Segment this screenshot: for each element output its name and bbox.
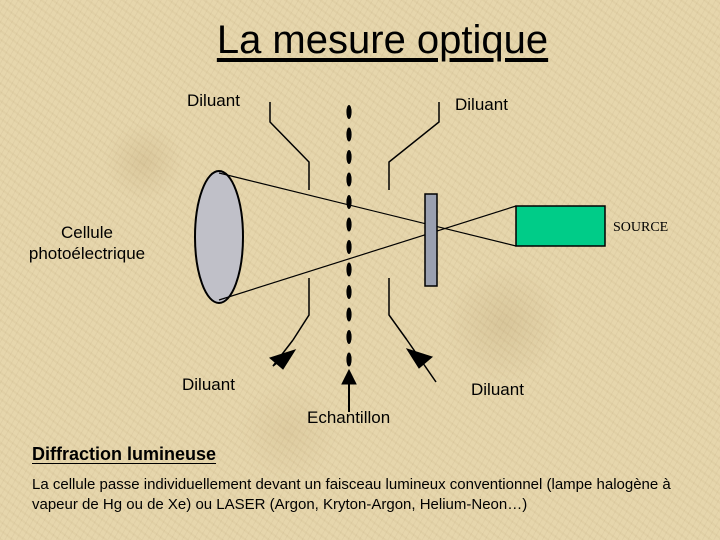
particle [346,330,352,344]
label-source: SOURCE [613,220,669,235]
particle [346,127,352,142]
label-diluant-bottom-right: Diluant [471,380,524,399]
lens-plate [424,193,438,287]
arrow-up-icon [341,368,357,385]
label-photoelectric-cell: Cellule photoélectrique [28,223,146,263]
section-description: La cellule passe individuellement devant… [32,476,671,513]
section-title: Diffraction lumineuse [32,444,217,464]
light-source [515,205,606,247]
photoelectric-cell [194,170,244,304]
page-title: La mesure optique [216,18,549,62]
light-rays [218,172,517,301]
label-diluant-top-right: Diluant [455,95,508,114]
particle-stream [346,105,352,367]
particle [346,150,352,164]
inlet-arrows [268,348,434,412]
particle [346,172,352,187]
particle [346,307,352,322]
upper-chamber-walls [269,102,440,190]
particle [346,262,352,277]
particle [346,217,352,232]
particle [346,105,352,119]
label-diluant-top-left: Diluant [187,91,240,110]
lower-chamber-walls [272,278,437,383]
label-echantillon: Echantillon [307,408,391,427]
particle [346,195,352,209]
particle [346,352,352,367]
arrow-right-icon [405,348,434,369]
arrow-left-icon [268,349,297,370]
particle [346,240,352,254]
particle [346,285,352,299]
label-diluant-bottom-left: Diluant [182,375,235,394]
